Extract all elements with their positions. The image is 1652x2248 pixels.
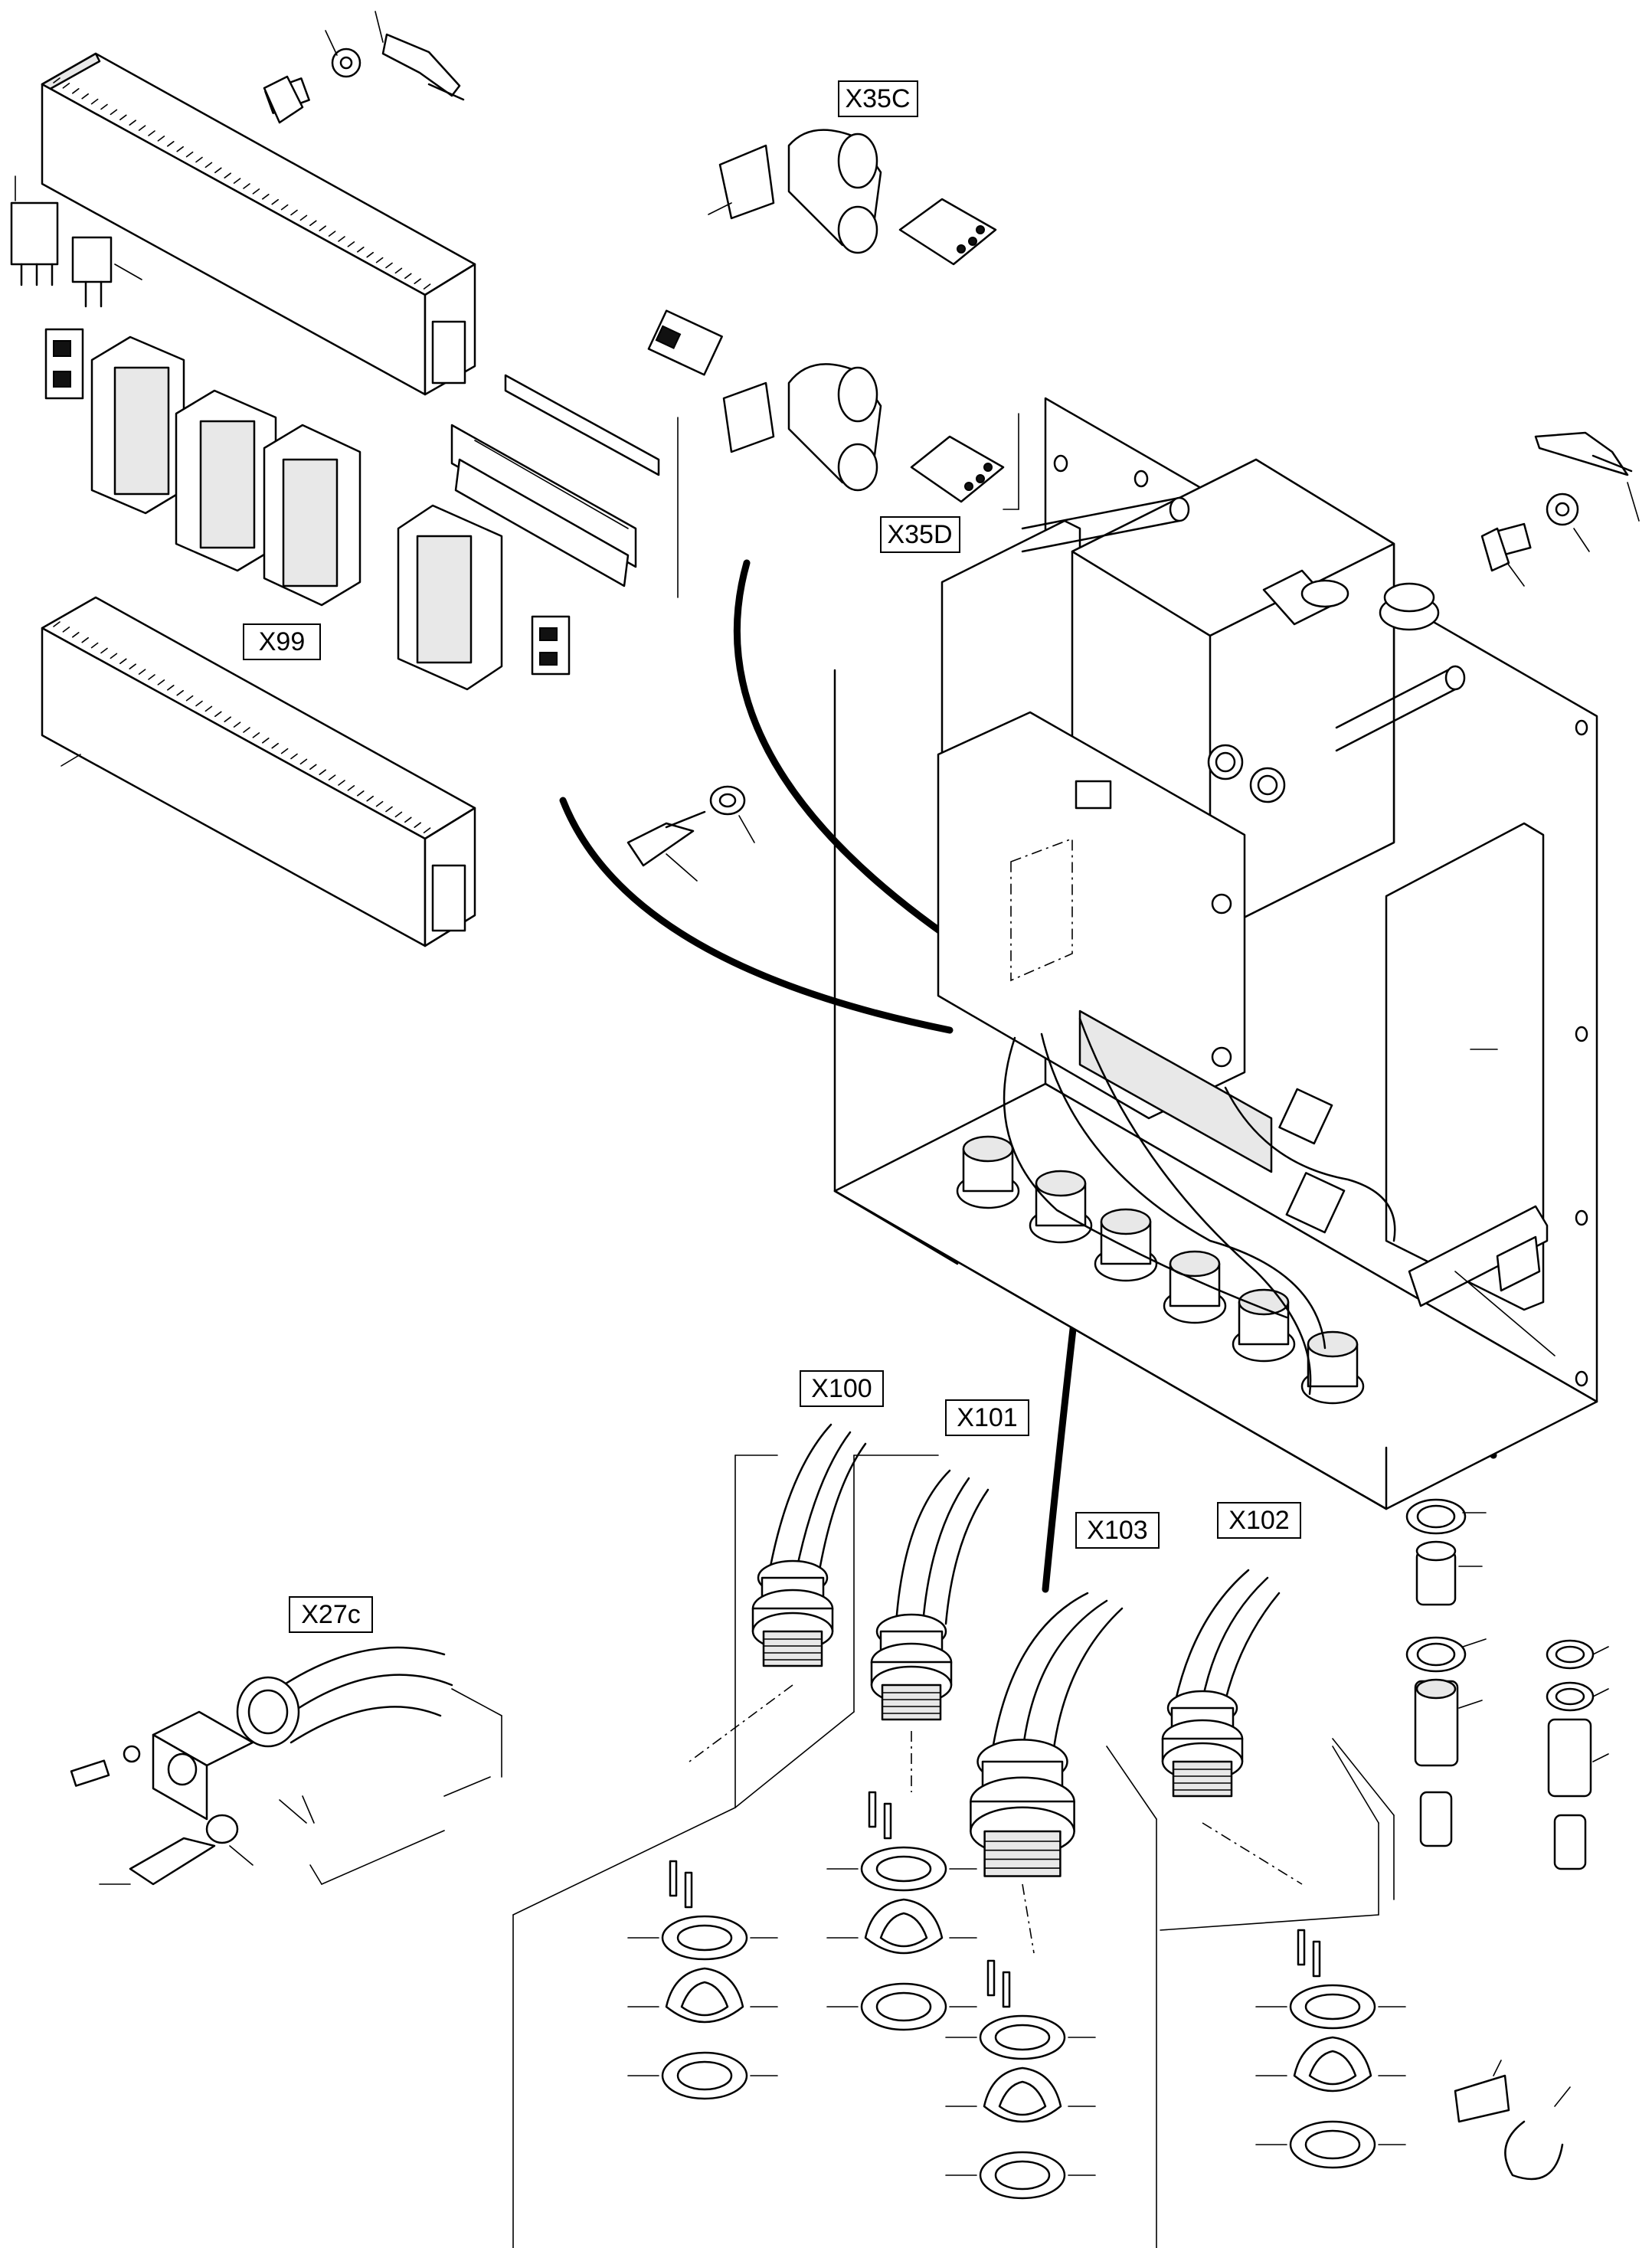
connector-x101: [734, 1454, 990, 2031]
screw-washer-middle: [626, 785, 755, 882]
label-x102: X102: [1217, 1502, 1301, 1539]
connector-x27c: [70, 1646, 502, 1886]
bolt-washer-clip-right: [1480, 431, 1640, 587]
label-x102-text: X102: [1228, 1506, 1289, 1535]
upper-cable-duct: [41, 52, 476, 396]
terminal-blocks-x99: [44, 328, 571, 691]
din-rail: [450, 374, 679, 598]
label-x35c-text: X35C: [845, 84, 910, 113]
connector-x35c: [708, 129, 997, 266]
connector-x103: [945, 1592, 1157, 2248]
connector-x100: [512, 1423, 867, 2248]
label-x101: X101: [945, 1399, 1029, 1436]
label-x101-text: X101: [957, 1403, 1017, 1432]
guide-arrow-2: [733, 559, 976, 957]
connector-x102: [1160, 1569, 1406, 2169]
connector-x35d: [647, 309, 1019, 510]
main-enclosure: [833, 397, 1598, 1510]
label-x27c-text: X27c: [301, 1600, 361, 1629]
lower-cable-duct: [41, 596, 476, 947]
label-x100: X100: [800, 1370, 884, 1407]
label-x103-text: X103: [1087, 1516, 1147, 1545]
label-x35d-text: X35D: [887, 520, 952, 549]
bolt-washer-clip-top: [263, 11, 465, 124]
label-x100-text: X100: [811, 1374, 872, 1403]
right-fittings: [1332, 1498, 1609, 2181]
label-x35d: X35D: [880, 516, 960, 553]
guide-arrow-3: [1042, 1298, 1080, 1593]
label-x99-text: X99: [259, 627, 306, 656]
label-x35c: X35C: [838, 80, 918, 117]
guide-arrow-1: [559, 797, 954, 1034]
label-x99: X99: [243, 623, 321, 660]
small-modules-left: [10, 175, 142, 308]
label-x103: X103: [1075, 1512, 1160, 1549]
label-x27c: X27c: [289, 1596, 373, 1633]
